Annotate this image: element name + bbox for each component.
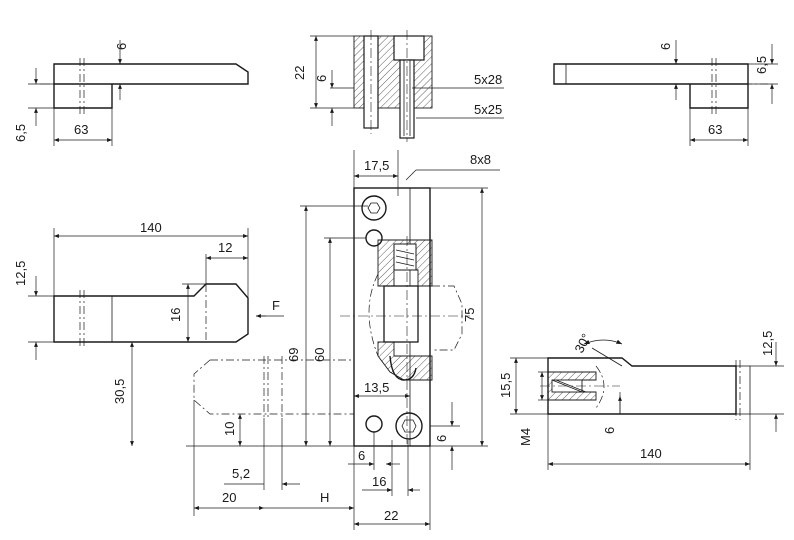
screw-5x28-label: 5x28 bbox=[474, 72, 502, 87]
center-front-view bbox=[186, 150, 500, 530]
angle-30-label: 30° bbox=[571, 331, 593, 355]
dim-17-5: 17,5 bbox=[364, 158, 389, 173]
key-8x8-label: 8x8 bbox=[470, 152, 491, 167]
screw-5x25-label: 5x25 bbox=[474, 102, 502, 117]
dim-6-bottom-right: 6 bbox=[434, 435, 449, 442]
dim-10: 10 bbox=[222, 422, 237, 436]
dim-69: 69 bbox=[286, 348, 301, 362]
dim-6-bottom: 6 bbox=[358, 448, 365, 463]
dim-6-right: 6 bbox=[658, 43, 673, 50]
dim-15-5: 15,5 bbox=[498, 373, 513, 398]
top-section-view bbox=[310, 30, 504, 142]
dim-63-right: 63 bbox=[708, 122, 722, 137]
left-middle-view bbox=[28, 228, 284, 446]
dim-60: 60 bbox=[312, 348, 327, 362]
top-right-view bbox=[553, 40, 778, 146]
dim-22-bottom: 22 bbox=[384, 508, 398, 523]
dim-12-5-right: 12,5 bbox=[760, 331, 775, 356]
dim-140-left: 140 bbox=[140, 220, 162, 235]
dim-13-5: 13,5 bbox=[364, 380, 389, 395]
dim-6-5-right: 6,5 bbox=[754, 56, 769, 74]
dim-6-top: 6 bbox=[114, 43, 129, 50]
dim-22-top: 22 bbox=[292, 66, 307, 80]
dim-12: 12 bbox=[218, 240, 232, 255]
dim-16: 16 bbox=[168, 308, 183, 322]
thread-M4-label: M4 bbox=[518, 428, 533, 446]
dim-16-bottom: 16 bbox=[372, 474, 386, 489]
dim-140-right: 140 bbox=[640, 446, 662, 461]
stroke-H-label: H bbox=[320, 490, 329, 505]
top-left-view bbox=[28, 40, 249, 146]
bottom-left-ghost-view bbox=[193, 356, 354, 516]
dim-63-left: 63 bbox=[74, 122, 88, 137]
dim-6-5-left: 6,5 bbox=[13, 124, 28, 142]
dim-12-5-left: 12,5 bbox=[13, 261, 28, 286]
dim-75: 75 bbox=[462, 308, 477, 322]
dim-6-section: 6 bbox=[314, 75, 329, 82]
bottom-right-view bbox=[510, 339, 784, 470]
dim-6-right-bottom: 6 bbox=[602, 427, 617, 434]
dim-20: 20 bbox=[222, 490, 236, 505]
dim-30-5: 30,5 bbox=[112, 379, 127, 404]
dim-5-2: 5,2 bbox=[232, 466, 250, 481]
force-F-label: F bbox=[272, 298, 280, 313]
